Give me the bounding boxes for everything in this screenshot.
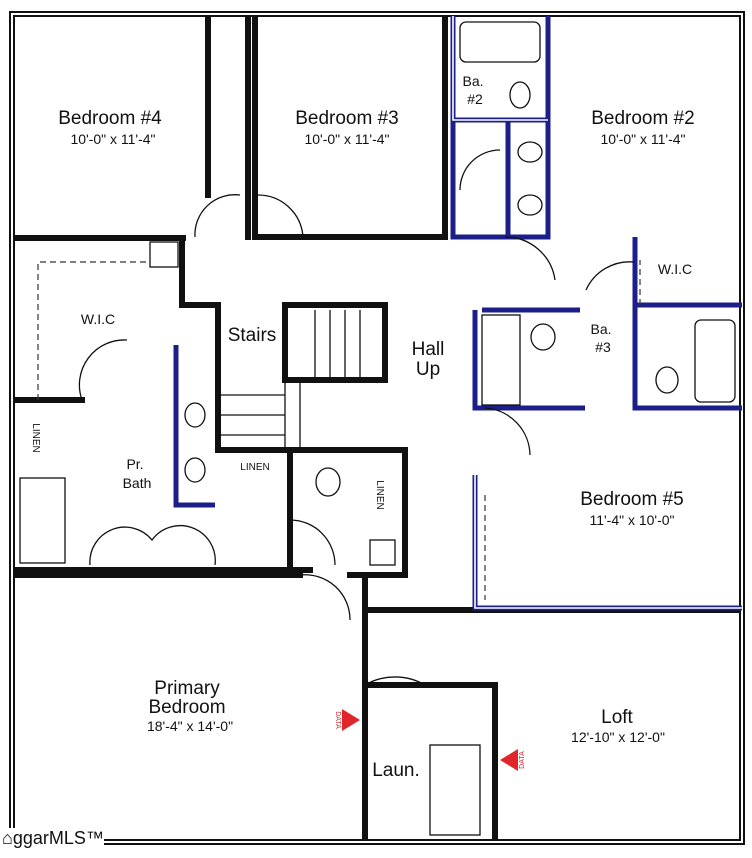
logo-text: ggarMLS™ bbox=[12, 828, 104, 848]
bath3-label: Ba. bbox=[590, 321, 611, 337]
linen3-label: LINEN bbox=[374, 480, 385, 509]
house-icon: ⌂ bbox=[2, 828, 13, 848]
bath2-number: #2 bbox=[467, 91, 483, 107]
doors bbox=[78, 149, 635, 760]
labels: Bedroom #4 10'-0" x 11'-4" Bedroom #3 10… bbox=[30, 73, 695, 781]
data-markers: DATA DATA bbox=[334, 709, 526, 771]
bedroom2-label: Bedroom #2 bbox=[591, 108, 695, 129]
data-marker-1-label: DATA bbox=[334, 711, 341, 729]
hall-label: Hall bbox=[412, 339, 445, 360]
wic-left-label: W.I.C bbox=[81, 311, 115, 327]
bedroom3-label: Bedroom #3 bbox=[295, 108, 399, 129]
loft-label: Loft bbox=[601, 707, 633, 728]
bath3-number: #3 bbox=[595, 339, 611, 355]
primary-bedroom-label-2: Bedroom bbox=[148, 697, 225, 718]
data-marker-2 bbox=[500, 749, 518, 771]
bedroom4-label: Bedroom #4 bbox=[58, 108, 162, 129]
wic-right-label: W.I.C bbox=[658, 261, 692, 277]
data-marker-1 bbox=[342, 709, 360, 731]
laundry-label: Laun. bbox=[372, 760, 420, 781]
stairs-label: Stairs bbox=[228, 325, 277, 346]
bedroom2-dims: 10'-0" x 11'-4" bbox=[600, 131, 685, 147]
mls-logo: ⌂ ggarMLS™ bbox=[2, 828, 104, 849]
fixtures bbox=[19, 21, 736, 836]
bedroom3-dims: 10'-0" x 11'-4" bbox=[304, 131, 389, 147]
blue-walls bbox=[173, 16, 742, 611]
primary-bedroom-dims: 18'-4" x 14'-0" bbox=[147, 718, 233, 734]
bedroom5-label: Bedroom #5 bbox=[580, 489, 684, 510]
hall-up-label: Up bbox=[416, 359, 440, 380]
loft-dims: 12'-10" x 12'-0" bbox=[571, 729, 665, 745]
linen1-label: LINEN bbox=[30, 423, 41, 452]
primary-bedroom-label: Primary bbox=[154, 678, 220, 699]
primary-bath-label-2: Bath bbox=[123, 475, 152, 491]
bedroom4-dims: 10'-0" x 11'-4" bbox=[70, 131, 155, 147]
bath2-label: Ba. bbox=[462, 73, 483, 89]
bedroom5-dims: 11'-4" x 10'-0" bbox=[589, 512, 674, 528]
primary-bath-label: Pr. bbox=[126, 456, 143, 472]
data-marker-2-label: DATA bbox=[519, 751, 526, 769]
linen2-label: LINEN bbox=[240, 462, 269, 473]
